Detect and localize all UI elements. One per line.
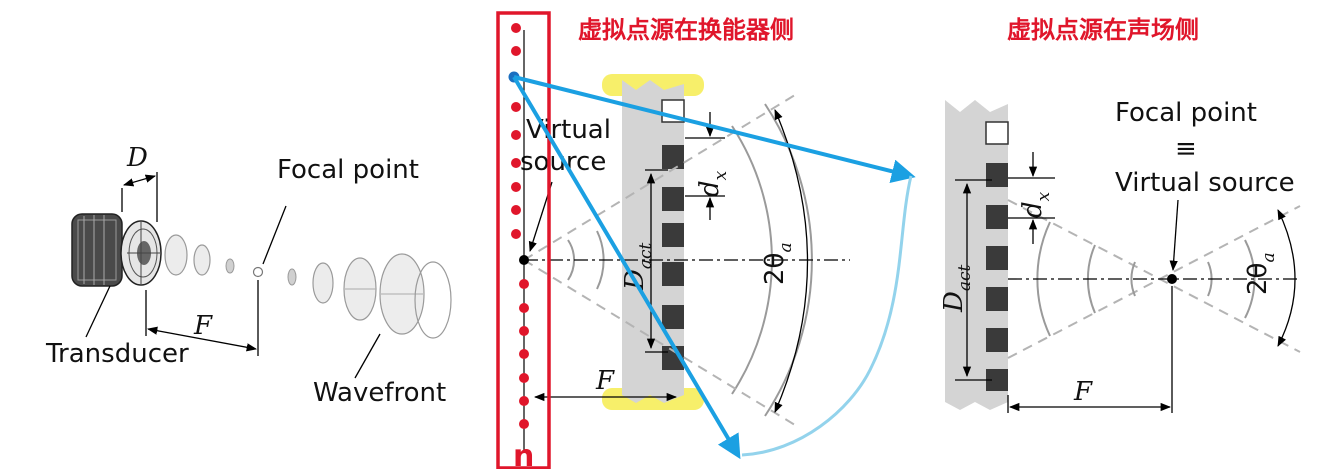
- label-transducer: Transducer: [45, 339, 189, 369]
- label-focal-point-right: Focal point: [1115, 98, 1257, 128]
- label-focal-point-left: Focal point: [277, 155, 419, 185]
- label-f-middle: F: [595, 366, 615, 396]
- left-panel: D Focal point F Transducer Wavefront: [45, 143, 452, 408]
- label-theta-middle: 2θa: [760, 242, 796, 285]
- transducer-elements: [661, 99, 685, 370]
- annotation-n: n: [513, 439, 534, 469]
- title-middle: 虚拟点源在换能器侧: [578, 16, 794, 44]
- transducer-elements-right: [985, 121, 1009, 391]
- label-d: D: [126, 143, 148, 173]
- right-panel: dx Dact 2θa F Focal point ≡ Virtual sour…: [939, 98, 1301, 413]
- virtual-source-dots: [511, 23, 529, 429]
- label-f-right: F: [1073, 377, 1093, 407]
- focal-point-marker: [1167, 274, 1177, 284]
- transducer-drawing: [71, 213, 162, 287]
- label-virtual-source-right: Virtual source: [1115, 168, 1295, 198]
- red-annotation-box: [496, 11, 551, 469]
- blue-rays: [512, 75, 916, 460]
- label-dx-middle: dx: [695, 170, 731, 197]
- wavefronts: [164, 234, 452, 339]
- title-right: 虚拟点源在声场侧: [1007, 16, 1199, 44]
- label-dact-right: Dact: [939, 264, 975, 313]
- label-dx-right: dx: [1018, 191, 1054, 218]
- label-theta-right: 2θa: [1243, 252, 1279, 295]
- middle-panel: dx Dact 2θa F Virtual source n: [496, 11, 916, 469]
- label-equiv: ≡: [1175, 134, 1197, 164]
- label-wavefront: Wavefront: [313, 378, 446, 408]
- label-f-left: F: [193, 311, 213, 341]
